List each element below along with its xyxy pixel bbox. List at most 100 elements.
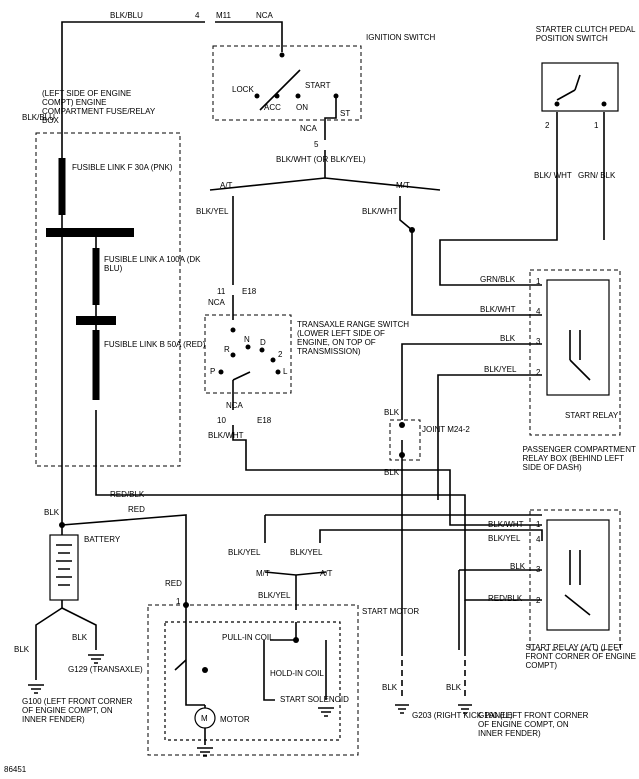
label-line: SIDE OF DASH) <box>523 463 582 472</box>
label-ign-st: ST <box>340 109 350 118</box>
label-scp-pin2: 2 <box>545 121 550 130</box>
label-tr-2: 2 <box>278 350 283 359</box>
label-motor: MOTOR <box>220 715 250 724</box>
label-ra-red-blk: RED/BLK <box>488 594 523 603</box>
label-ign-lock: LOCK <box>232 85 254 94</box>
label-start-motor: START MOTOR <box>362 607 419 616</box>
label-line: COMPT) ENGINE <box>42 98 106 107</box>
label-start-solenoid: START SOLENOID <box>280 695 349 704</box>
figure-number: 86451 <box>4 765 27 774</box>
label-nca-top: NCA <box>256 11 274 20</box>
label-g203: G203 (RIGHT KICK PANEL) <box>412 711 513 720</box>
label-sr-p1: 1 <box>536 277 541 286</box>
label-sr-blk-yel: BLK/YEL <box>484 365 517 374</box>
label-joint-blk-bot: BLK <box>384 468 400 477</box>
fusible-links <box>46 158 134 400</box>
ignition-switch-contacts <box>254 52 339 111</box>
label-joint-blk-top: BLK <box>384 408 400 417</box>
label-red-top: RED <box>128 505 145 514</box>
label-sr-blk-wht: BLK/WHT <box>480 305 516 314</box>
label-m11: M11 <box>216 11 232 20</box>
label-ra-blk-wht: BLK/WHT <box>488 520 524 529</box>
label-ignition-switch-text: IGNITION SWITCH <box>366 33 436 42</box>
label-ra-p1: 1 <box>536 520 541 529</box>
label-nca-ign: NCA <box>300 124 318 133</box>
ground-symbols <box>28 654 472 757</box>
label-line: BLU) <box>104 264 123 273</box>
label-blk-yel-left: BLK/YEL <box>196 207 229 216</box>
component-boxes <box>35 45 621 756</box>
label-tr-switch: TRANSAXLE RANGE SWITCH(LOWER LEFT SIDE O… <box>297 320 409 356</box>
label-tr-l: L <box>283 367 288 376</box>
label-ign-on: ON <box>296 103 308 112</box>
label-ra-p3: 3 <box>536 565 541 574</box>
label-line: BOX <box>42 116 60 125</box>
label-blk-batt: BLK <box>44 508 60 517</box>
label-mt-left: M/T <box>396 181 410 190</box>
label-line: START RELAY (A/T) (LEFT <box>525 643 623 652</box>
label-blk-blu-left: BLK/BLU <box>22 113 55 122</box>
label-line: PASSENGER COMPARTMENT <box>523 445 636 454</box>
label-battery: BATTERY <box>84 535 121 544</box>
label-ign-start: START <box>305 81 331 90</box>
label-hold-in: HOLD-IN COIL <box>270 669 324 678</box>
label-at-left: A/T <box>220 181 233 190</box>
label-blk-g203: BLK <box>382 683 398 692</box>
label-line: FUSIBLE LINK A 100A (DK <box>104 255 201 264</box>
label-line: (LEFT SIDE OF ENGINE <box>42 89 131 98</box>
label-blk-blu-top: BLK/BLU <box>110 11 143 20</box>
label-ra-blk-yel: BLK/YEL <box>488 534 521 543</box>
start-motor-internals <box>164 621 341 745</box>
label-fusible-f: FUSIBLE LINK F 30A (PNK) <box>72 163 173 172</box>
label-line: STARTER CLUTCH PEDAL <box>536 25 636 34</box>
junction-dots <box>59 227 415 673</box>
label-e18-top: E18 <box>242 287 257 296</box>
label-pin5: 5 <box>314 140 319 149</box>
label-pin10: 10 <box>217 416 226 425</box>
label-sm-mt: M/T <box>256 569 270 578</box>
label-line: RELAY BOX (BEHIND LEFT <box>523 454 625 463</box>
clutch-switch-contacts <box>554 74 607 107</box>
label-line: OF ENGINE COMPT, ON <box>478 720 569 729</box>
label-scp-blk-wht: BLK/ WHT <box>534 171 572 180</box>
label-line: TRANSAXLE RANGE SWITCH <box>297 320 409 329</box>
label-line: G100 (LEFT FRONT CORNER <box>22 697 133 706</box>
label-sm-blk-yel-l: BLK/YEL <box>228 548 261 557</box>
label-ra-p2: 2 <box>536 596 541 605</box>
label-start-relay: START RELAY <box>565 411 619 420</box>
label-sm-blk-yel-r: BLK/YEL <box>290 548 323 557</box>
label-pin4-top: 4 <box>195 11 200 20</box>
motor-symbol: M <box>201 714 208 723</box>
labels: BLK/BLU M11 4 NCA IGNITION SWITCH LOCK A… <box>4 11 636 774</box>
label-line: OF ENGINE COMPT, ON <box>22 706 113 715</box>
label-ra-p4: 4 <box>536 535 541 544</box>
label-g129: G129 (TRANSAXLE) <box>68 665 143 674</box>
range-switch-contacts <box>218 327 281 381</box>
battery-symbol <box>49 534 79 601</box>
label-blk-g100l: BLK <box>14 645 30 654</box>
label-blk-g100r: BLK <box>446 683 462 692</box>
start-relay-internals <box>546 279 610 631</box>
label-red-blk: RED/BLK <box>110 490 145 499</box>
label-fusible-b: FUSIBLE LINK B 50A (RED) <box>104 340 206 349</box>
label-tr-r: R <box>224 345 230 354</box>
label-scp-pin1: 1 <box>594 121 599 130</box>
label-sr-p3: 3 <box>536 337 541 346</box>
label-ra-blk: BLK <box>510 562 526 571</box>
label-line: COMPARTMENT FUSE/RELAY <box>42 107 156 116</box>
label-sr-p4: 4 <box>536 307 541 316</box>
label-sr-p2: 2 <box>536 368 541 377</box>
label-sm-at: A/T <box>320 569 333 578</box>
label-tr-n: N <box>244 335 250 344</box>
wires <box>35 21 605 706</box>
label-blk-wht-mid: BLK/WHT <box>362 207 398 216</box>
label-pin11: 11 <box>217 287 226 296</box>
